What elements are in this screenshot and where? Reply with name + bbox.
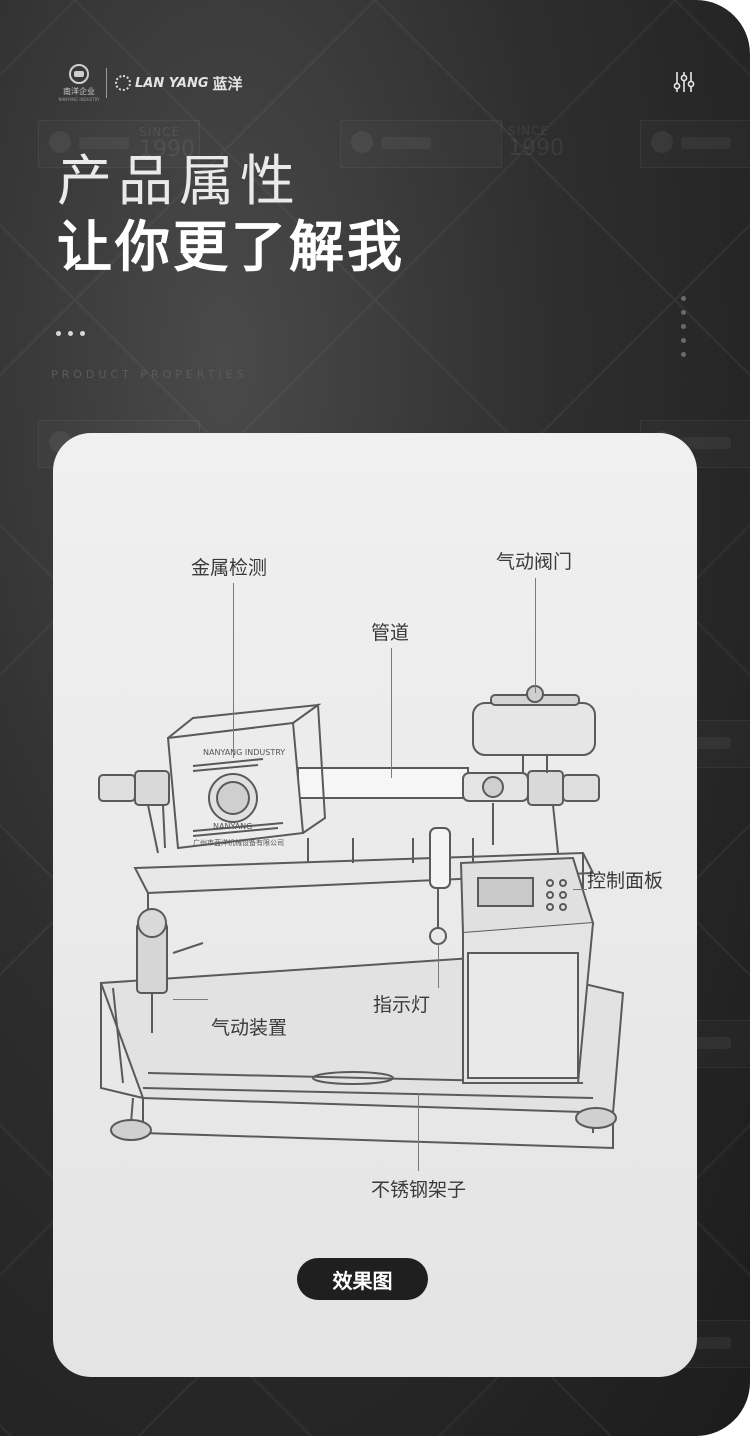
label-metal-detection: 金属检测 [191,557,268,579]
leader-line [535,578,536,693]
label-pipeline: 管道 [371,622,410,644]
emblem-icon [69,64,89,84]
company-emblem: 南洋企业 NANYANG INDUSTRY [58,64,100,102]
page-title: 产品属性 [57,149,302,213]
label-pneumatic-device: 气动装置 [211,1017,288,1039]
logo-divider [106,68,107,98]
brand-logo: LAN YANG 蓝洋 [115,73,243,94]
ellipsis-dots [56,331,85,336]
vertical-dots [681,296,686,357]
machine-illustration: NANYANG INDUSTRY NANYANG 广州市蓝洋机械设备有限公司 [98,685,625,1150]
machine-nameplate: NANYANG INDUSTRY [203,748,285,757]
brand-name: 蓝洋 [212,74,243,93]
leader-line [233,583,234,758]
leader-line [418,1093,419,1171]
brand-gear-icon [115,75,131,91]
label-stainless-frame: 不锈钢架子 [371,1179,467,1201]
sliders-icon[interactable] [672,70,696,94]
emblem-text: 南洋企业 [63,87,95,96]
label-control-panel: 控制面板 [587,870,664,892]
label-pneumatic-valve: 气动阀门 [496,551,573,573]
english-subtitle: PRODUCT PROPERTIES [51,368,248,381]
emblem-subtext: NANYANG INDUSTRY [58,97,100,102]
machine-brand-text: NANYANG [213,822,252,831]
leader-line [391,648,392,778]
leader-line [438,943,439,988]
machine-company-text: 广州市蓝洋机械设备有限公司 [193,838,284,847]
header-logo: 南洋企业 NANYANG INDUSTRY LAN YANG 蓝洋 [58,64,243,102]
page-subtitle: 让你更了解我 [57,215,406,279]
leader-line [573,889,587,890]
product-card: NANYANG INDUSTRY NANYANG 广州市蓝洋机械设备有限公司 金… [53,433,697,1377]
leader-line [173,999,208,1000]
watermark [340,120,502,168]
label-indicator-light: 指示灯 [373,994,431,1016]
brand-latin: LAN YANG [135,75,209,91]
effect-image-button[interactable]: 效果图 [297,1258,428,1300]
watermark [640,120,750,168]
